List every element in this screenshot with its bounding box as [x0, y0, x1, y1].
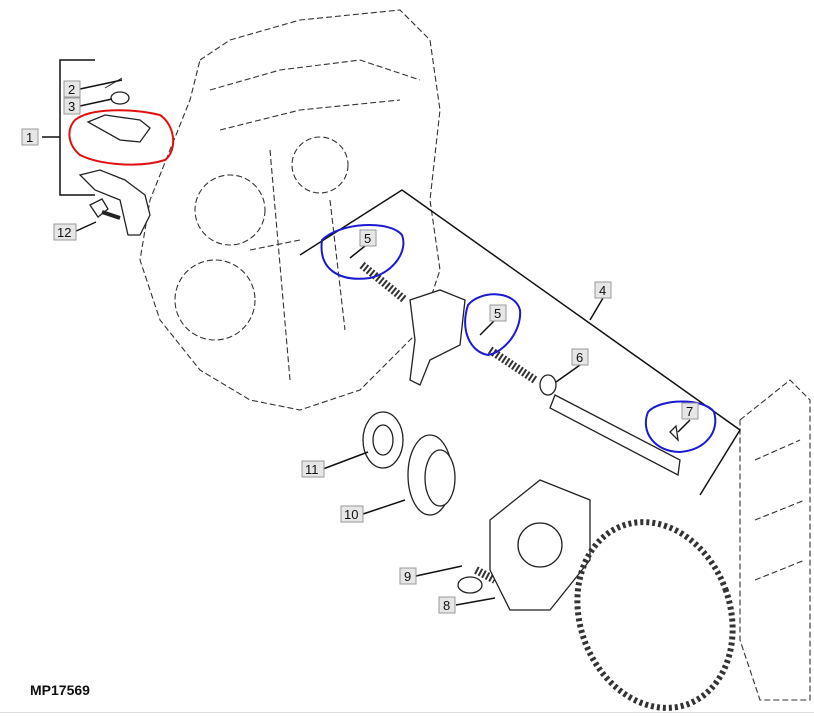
svg-text:9: 9	[404, 569, 411, 584]
callout-9: 9	[399, 567, 417, 585]
callout-4: 4	[594, 281, 612, 299]
leader-lines	[73, 79, 691, 606]
lever-parts	[78, 77, 151, 236]
svg-text:5: 5	[494, 306, 501, 321]
assembly-bracket-4	[299, 189, 742, 496]
svg-text:6: 6	[576, 350, 583, 365]
callout-6: 6	[571, 348, 589, 366]
svg-text:8: 8	[443, 598, 450, 613]
svg-text:12: 12	[57, 225, 71, 240]
svg-text:1: 1	[26, 130, 33, 145]
svg-text:5: 5	[364, 231, 371, 246]
callout-7: 7	[681, 402, 699, 420]
svg-text:4: 4	[599, 283, 606, 298]
engine-housing-outline	[139, 9, 811, 701]
callout-5b: 5	[489, 304, 507, 322]
figure-id: MP17569	[30, 682, 90, 698]
callout-10: 10	[340, 505, 364, 523]
callout-5a: 5	[359, 229, 377, 247]
svg-text:7: 7	[686, 404, 693, 419]
bottom-divider	[0, 712, 814, 713]
svg-text:3: 3	[68, 99, 75, 114]
callout-3: 3	[63, 97, 81, 115]
callout-11: 11	[301, 460, 325, 478]
callout-12: 12	[53, 223, 77, 241]
governor-parts	[359, 261, 736, 711]
assembly-bracket-1	[59, 59, 95, 196]
red-annotation-circle	[68, 109, 175, 166]
svg-text:2: 2	[68, 82, 75, 97]
svg-text:11: 11	[305, 462, 319, 477]
blue-annotation-circle-2	[464, 293, 522, 357]
callout-1: 1	[21, 128, 39, 146]
blue-annotation-circle-1	[320, 224, 405, 280]
blue-annotation-circle-3	[644, 400, 717, 454]
callout-8: 8	[438, 596, 456, 614]
callout-2: 2	[63, 80, 81, 98]
svg-text:10: 10	[344, 507, 358, 522]
